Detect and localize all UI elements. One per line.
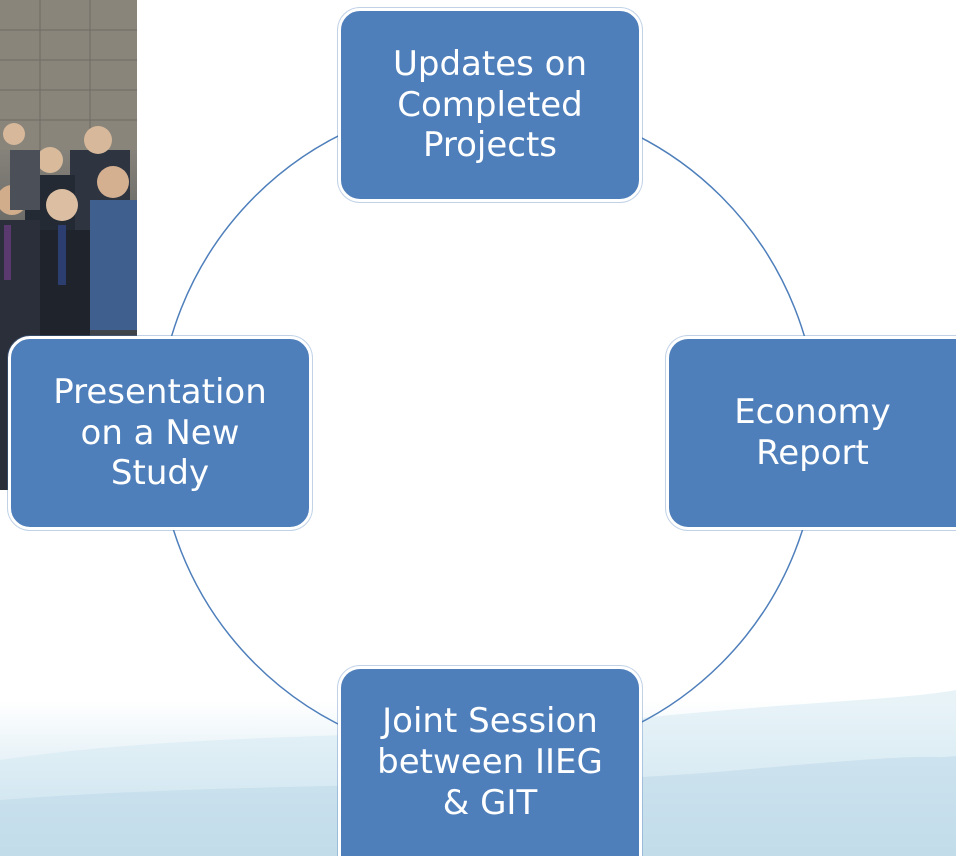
cycle-node-updates: Updates on Completed Projects bbox=[338, 8, 642, 202]
cycle-node-presentation: Presentation on a New Study bbox=[8, 336, 312, 530]
cycle-node-economy-report: Economy Report bbox=[666, 336, 956, 530]
cycle-node-joint-session: Joint Session between IIEG & GIT bbox=[338, 666, 642, 856]
